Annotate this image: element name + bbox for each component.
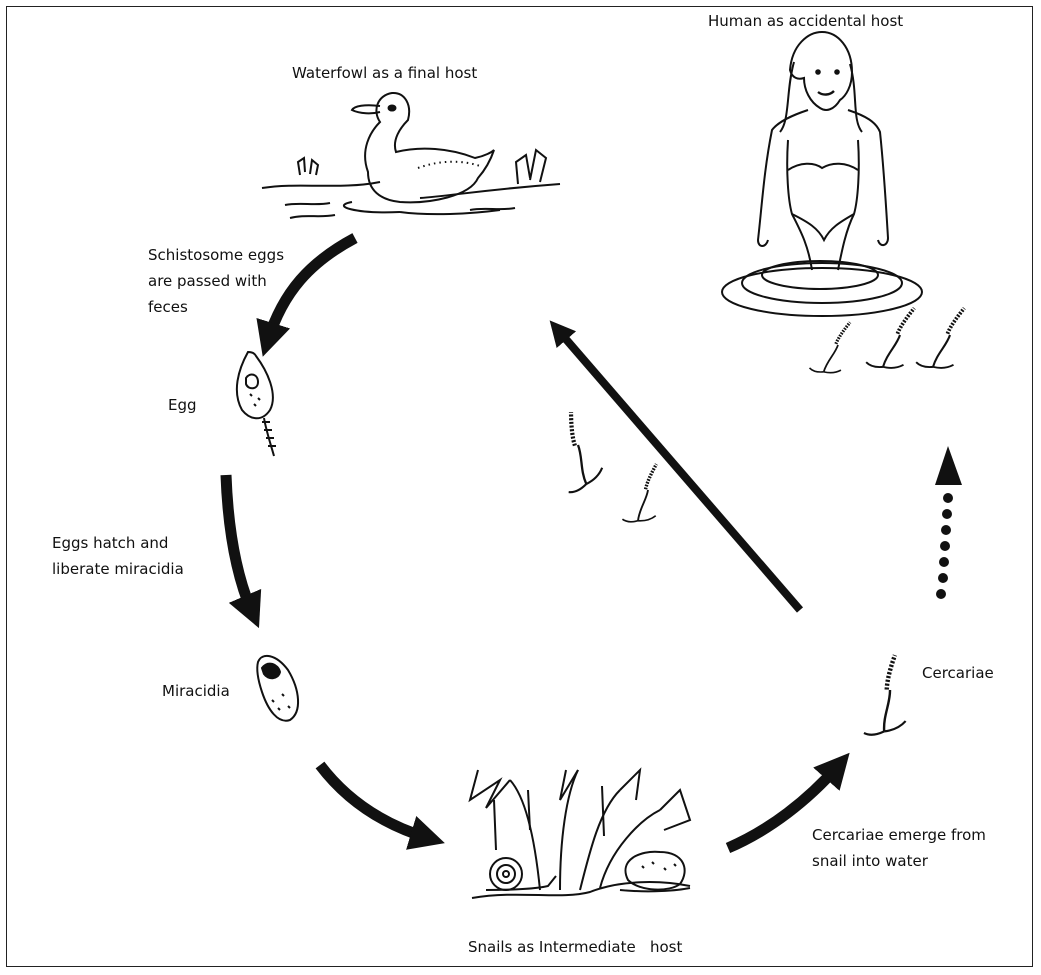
label-eggs-hatch-line-2: liberate miracidia: [52, 560, 184, 578]
cercaria-icon: [620, 457, 673, 532]
label-eggs-passed-line-1: Schistosome eggs: [148, 246, 285, 264]
cercaria-icon: [807, 314, 865, 384]
cercaria-icon: [864, 652, 915, 739]
label-eggs-hatch-line-1: Eggs hatch and: [52, 534, 169, 552]
label-miracidia: Miracidia: [162, 682, 230, 700]
egg-icon: [235, 350, 276, 457]
label-eggs-passed-line-3: feces: [148, 298, 188, 316]
arrow-egg-to-miracidia: [220, 474, 262, 629]
label-cercariae-emerge-line-1: Cercariae emerge from: [812, 826, 986, 844]
miracidium-icon: [256, 654, 299, 722]
label-cercariae: Cercariae: [922, 664, 994, 682]
label-waterfowl: Waterfowl as a final host: [292, 64, 478, 82]
diagram-frame: [6, 6, 1033, 967]
label-eggs-passed-line-2: are passed with: [148, 272, 267, 290]
arrow-miracidia-to-snail: [315, 761, 445, 850]
arrow-snail-to-cercariae: [725, 752, 850, 854]
arrow-duck-to-egg: [256, 233, 358, 357]
label-eggs-hatch: Eggs hatch and liberate miracidia: [52, 530, 184, 582]
arrow-cercariae-to-waterfowl: [549, 320, 804, 613]
dotted-arrow-to-human: [935, 446, 962, 599]
label-eggs-passed: Schistosome eggs are passed with feces: [148, 242, 284, 320]
label-snails: Snails as Intermediate host: [468, 938, 683, 956]
cercaria-icon: [553, 408, 606, 493]
snail-icon: [468, 767, 692, 899]
duck-icon: [261, 91, 561, 219]
label-human: Human as accidental host: [708, 12, 904, 30]
human-icon: [721, 30, 923, 317]
label-cercariae-emerge: Cercariae emerge from snail into water: [812, 822, 986, 874]
cercaria-icon: [913, 298, 982, 381]
label-egg: Egg: [168, 396, 197, 414]
label-cercariae-emerge-line-2: snail into water: [812, 852, 928, 870]
